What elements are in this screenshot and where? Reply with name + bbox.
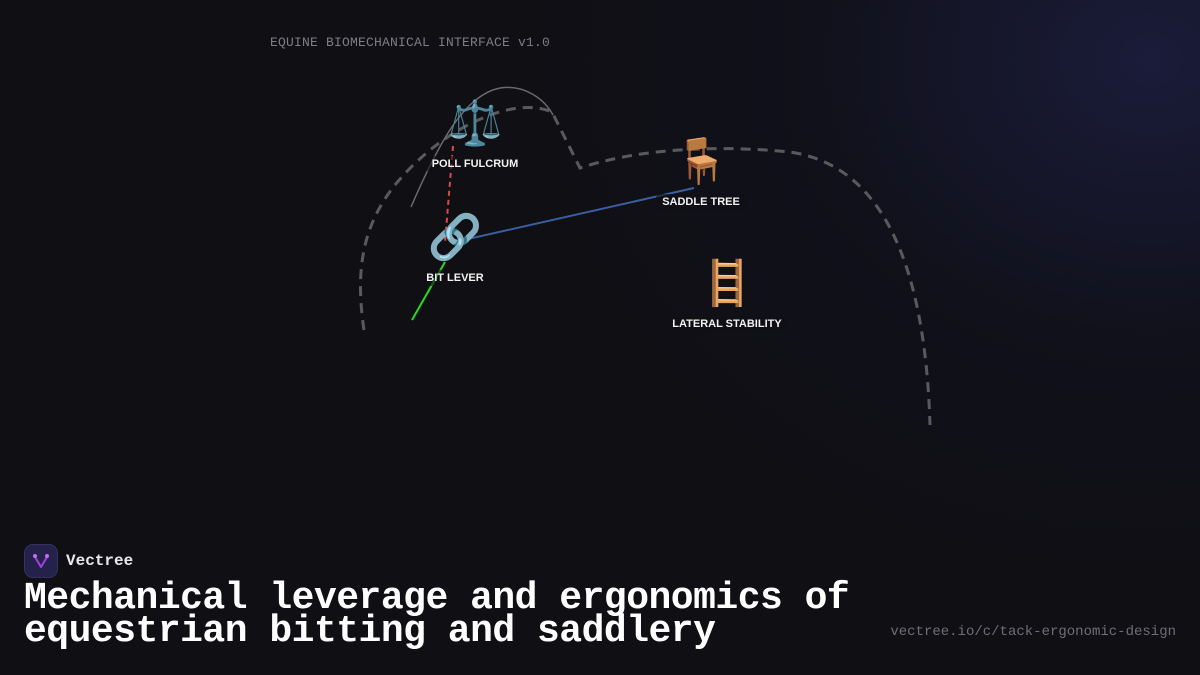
- node-label: SADDLE TREE: [656, 194, 746, 210]
- chair-icon: 🪑: [673, 136, 729, 187]
- vectree-logo-icon: [24, 544, 58, 578]
- node-label: POLL FULCRUM: [425, 156, 525, 172]
- horse-outline-dashed-curve: [358, 106, 932, 426]
- connection-poll-to-bit: [444, 145, 454, 243]
- source-url-link[interactable]: vectree.io/c/tack-ergonomic-design: [890, 624, 1176, 640]
- balance-scale-icon: ⚖️: [447, 98, 503, 149]
- brand-name: Vectree: [66, 552, 134, 570]
- page-title: Mechanical leverage and ergonomics of eq…: [24, 577, 850, 653]
- node-bit-lever[interactable]: 🔗 BIT LEVER: [405, 214, 505, 286]
- node-label: BIT LEVER: [420, 270, 490, 286]
- node-poll-fulcrum[interactable]: ⚖️ POLL FULCRUM: [420, 100, 530, 172]
- node-lateral-stability[interactable]: 🪜 LATERAL STABILITY: [662, 260, 792, 332]
- node-label: LATERAL STABILITY: [666, 316, 788, 332]
- node-saddle-tree[interactable]: 🪑 SADDLE TREE: [646, 138, 756, 210]
- ladder-icon: 🪜: [699, 258, 755, 309]
- chain-link-icon: 🔗: [427, 212, 483, 263]
- interface-header-label: EQUINE BIOMECHANICAL INTERFACE v1.0: [270, 35, 551, 50]
- brand: Vectree: [24, 544, 133, 578]
